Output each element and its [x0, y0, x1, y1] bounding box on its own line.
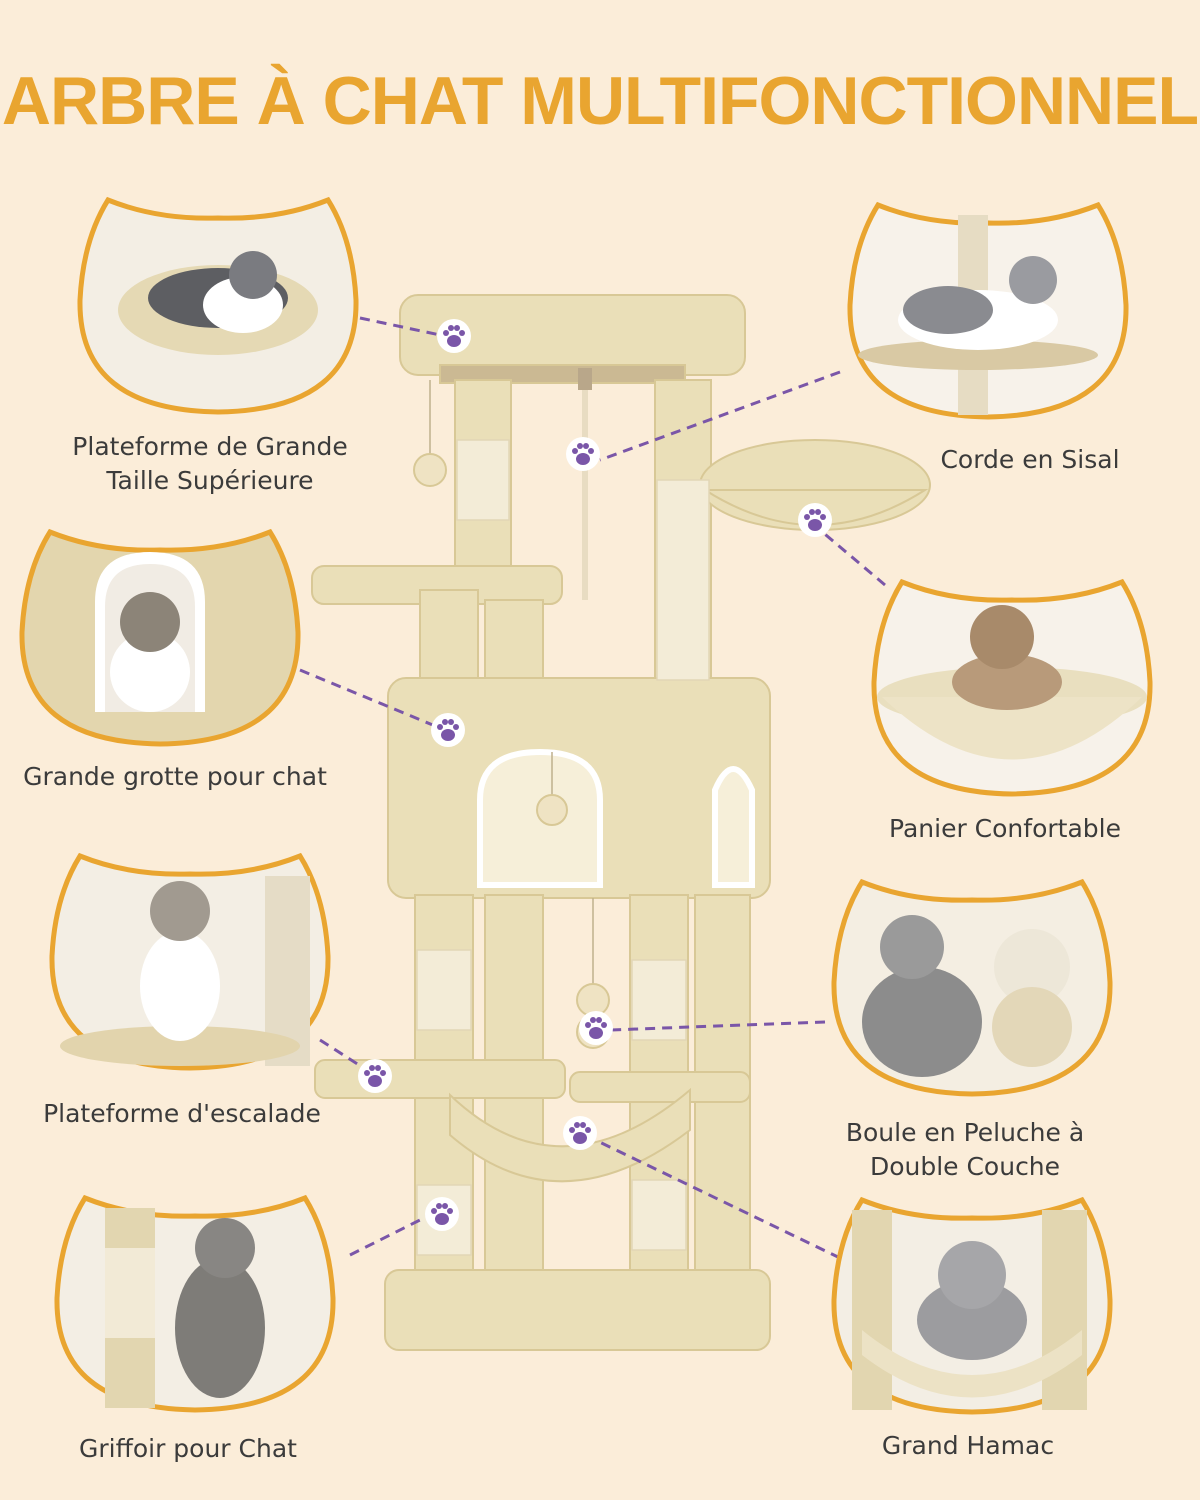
paw-icon [578, 1010, 614, 1046]
label-top-platform: Plateforme de Grande Taille Supérieure [72, 432, 348, 495]
paw-icon [424, 1196, 460, 1232]
paw-icon [565, 436, 601, 472]
thumb-plush-ball [822, 862, 1122, 1102]
label-basket: Panier Confortable [889, 814, 1121, 843]
label-sisal-rope: Corde en Sisal [940, 445, 1120, 474]
page-title: ARBRE À CHAT MULTIFONCTIONNEL [1, 63, 1199, 139]
thumb-hammock [822, 1180, 1122, 1420]
paw-icon [562, 1115, 598, 1151]
thumb-sisal-rope [838, 185, 1138, 425]
paw-icon [430, 712, 466, 748]
label-hammock: Grand Hamac [881, 1431, 1055, 1460]
paw-icon [436, 318, 472, 354]
label-plush-ball: Boule en Peluche à Double Couche [845, 1118, 1085, 1181]
thumb-climbing-platform [40, 836, 340, 1076]
thumb-basket [862, 562, 1162, 802]
thumb-scratching-post [45, 1178, 345, 1418]
label-scratching-post: Griffoir pour Chat [79, 1434, 297, 1463]
thumb-top-platform [68, 180, 368, 420]
paw-icon [357, 1058, 393, 1094]
label-climbing-platform: Plateforme d'escalade [43, 1099, 321, 1128]
label-cave: Grande grotte pour chat [23, 762, 327, 791]
thumb-cave [10, 512, 310, 752]
paw-icon [797, 502, 833, 538]
